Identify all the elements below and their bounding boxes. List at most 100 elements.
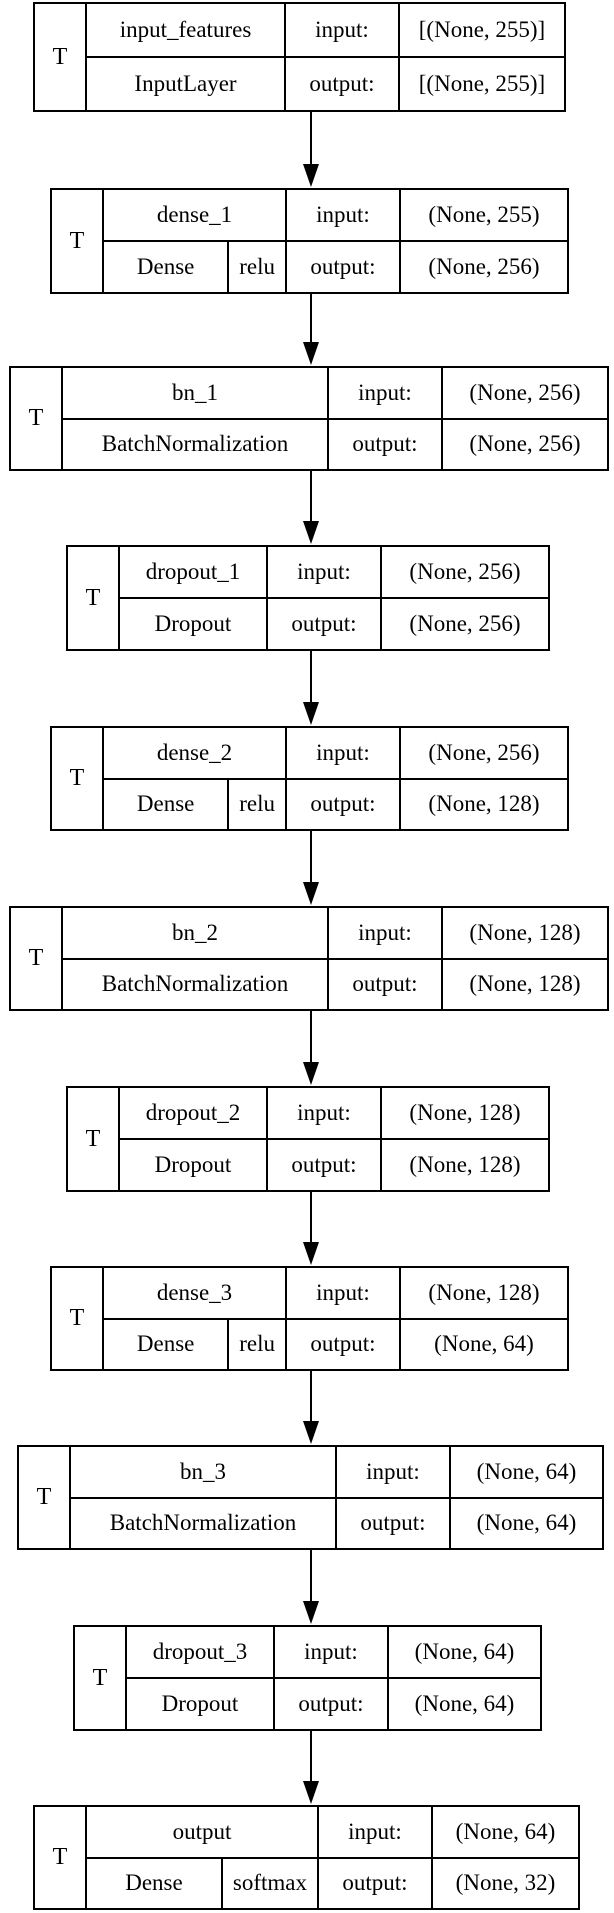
layer-type-row: Dense relu [104,242,285,292]
tensor-mark: T [19,1447,71,1548]
layer-activation: relu [227,242,285,292]
layer-name: dense_1 [104,190,285,242]
output-shape: (None, 64) [414,1691,515,1716]
layer-name: dense_2 [104,728,285,780]
input-label: input: [275,1627,387,1679]
shape-column: (None, 128) (None, 64) [401,1268,567,1369]
layer-type-row: Dropout [127,1679,273,1729]
arrow-head [303,1421,319,1444]
input-shape: (None, 128) [401,1268,567,1320]
layer-name: bn_3 [71,1447,335,1499]
layer-type-row: Dense relu [104,1319,285,1369]
layer-type-row: BatchNormalization [71,1499,335,1549]
input-shape: (None, 128) [443,908,607,960]
layer-type-row: Dropout [120,1140,266,1190]
output-shape: [(None, 255)] [418,71,546,96]
input-shape: (None, 256) [401,728,567,780]
layer-type-row: BatchNormalization [63,420,327,470]
tensor-mark: T [52,190,104,292]
shape-column: (None, 256)(None, 256) [443,368,607,469]
output-label: output: [360,1510,426,1536]
output-shape: (None, 32) [455,1870,556,1896]
input-shape: (None, 256) [382,547,548,599]
tensor-mark: T [68,547,120,649]
layer-class: BatchNormalization [109,1510,297,1536]
input-label: input: [268,547,380,599]
layer-type-row: BatchNormalization [63,960,327,1010]
tensor-mark: T [52,728,104,829]
input-label: input: [287,190,399,242]
input-shape: (None, 64) [433,1807,578,1859]
input-shape: (None, 64) [389,1627,540,1679]
shape-column: (None, 256)(None, 128) [401,728,567,829]
output-label: output: [291,611,357,636]
output-label: output: [298,1691,364,1716]
layer-activation: relu [227,779,285,829]
tensor-mark: T [11,368,63,469]
input-label: input: [319,1807,431,1859]
input-shape: [(None, 255)] [400,4,564,58]
layer-activation: relu [227,1319,285,1369]
output-shape: (None, 128) [469,971,581,997]
io-label-column: input:output: [319,1807,433,1908]
output-shape: (None, 64) [434,1331,534,1357]
input-shape: (None, 128) [382,1088,548,1140]
layer-type-row: Dropout [120,599,266,649]
arrow-head [303,1062,319,1085]
layer-class: BatchNormalization [101,971,289,997]
arrow-head [303,1242,319,1265]
arrow-head [303,882,319,905]
input-label: input: [287,1268,399,1320]
output-label: output: [309,71,375,96]
output-shape: (None, 128) [409,1152,521,1177]
output-shape: (None, 256) [428,254,540,279]
tensor-mark: T [11,908,63,1009]
tensor-mark: T [75,1627,127,1729]
layer-name: input_features [87,4,284,58]
input-shape: (None, 64) [451,1447,602,1499]
input-label: input: [337,1447,449,1499]
tensor-mark: T [35,1807,87,1908]
output-shape: (None, 256) [409,611,521,636]
io-label-column: input: output: [287,1268,401,1369]
io-label-column: input: output: [329,908,443,1009]
input-label: input: [329,908,441,960]
layer-name: output [87,1807,317,1859]
io-label-column: input:output: [329,368,443,469]
output-shape: (None, 64) [476,1510,577,1536]
layer-class: Dropout [154,611,232,636]
layer-class: Dense [136,1331,195,1357]
arrow-head [303,1781,319,1804]
io-label-column: input:output: [287,190,401,292]
shape-column: (None, 128) (None, 128) [443,908,607,1009]
layer-name: bn_2 [63,908,327,960]
layer-class: Dense [136,254,195,279]
io-label-column: input: output: [286,4,400,110]
input-label: input: [329,368,441,420]
output-label: output: [352,971,418,997]
layer-class: Dropout [161,1691,239,1716]
output-label: output: [310,1331,376,1357]
layer-class: InputLayer [134,71,237,96]
layer-name: dropout_1 [120,547,266,599]
layer-class: BatchNormalization [101,431,289,457]
input-label: input: [286,4,398,58]
